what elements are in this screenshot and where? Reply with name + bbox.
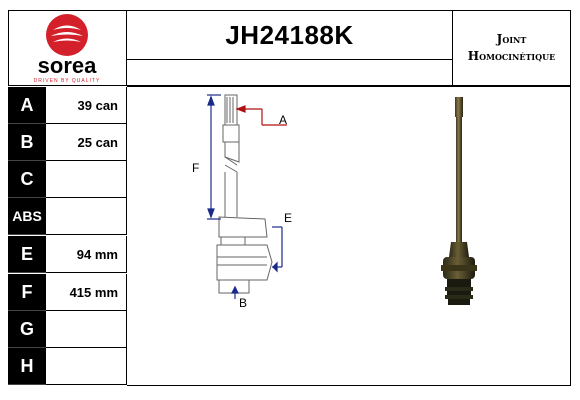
spec-value-h [46, 348, 127, 385]
product-type-line2: Homocinétique [467, 49, 556, 63]
spec-letter-a: A [8, 87, 46, 124]
spec-letter-g: G [8, 311, 46, 348]
spec-value-abs [46, 198, 127, 235]
spec-letter-e: E [8, 236, 46, 273]
label-e: E [284, 211, 292, 225]
spec-value-c [46, 161, 127, 198]
logo-tagline: DRIVEN BY QUALITY [34, 78, 101, 84]
brand-logo-cell: sorea DRIVEN BY QUALITY [8, 10, 127, 86]
dimension-diagram: A B E F [192, 94, 292, 310]
spec-value-f: 415 mm [46, 274, 127, 311]
drawing-area: A B E F [127, 86, 571, 386]
logo-wordmark: sorea [38, 53, 97, 78]
label-b: B [239, 296, 247, 310]
reference-subcell [127, 60, 453, 86]
spec-letter-c: C [8, 161, 46, 198]
spec-letter-abs: ABS [8, 198, 46, 235]
product-type-line1: Joint [496, 32, 527, 46]
product-reference: JH24188K [225, 19, 354, 50]
label-a: A [279, 113, 287, 127]
product-photo [441, 97, 477, 305]
spec-letter-h: H [8, 348, 46, 385]
spec-value-b: 25 can [46, 124, 127, 161]
label-f: F [192, 161, 199, 175]
spec-letter-b: B [8, 124, 46, 161]
spec-value-a: 39 can [46, 87, 127, 124]
logo-circle [46, 14, 88, 56]
spec-value-e: 94 mm [46, 236, 127, 273]
sorea-logo: sorea DRIVEN BY QUALITY [34, 14, 101, 84]
product-type-cell: Joint Homocinétique [453, 10, 571, 86]
spec-letter-f: F [8, 274, 46, 311]
reference-cell: JH24188K [127, 10, 453, 60]
spec-value-g [46, 311, 127, 348]
